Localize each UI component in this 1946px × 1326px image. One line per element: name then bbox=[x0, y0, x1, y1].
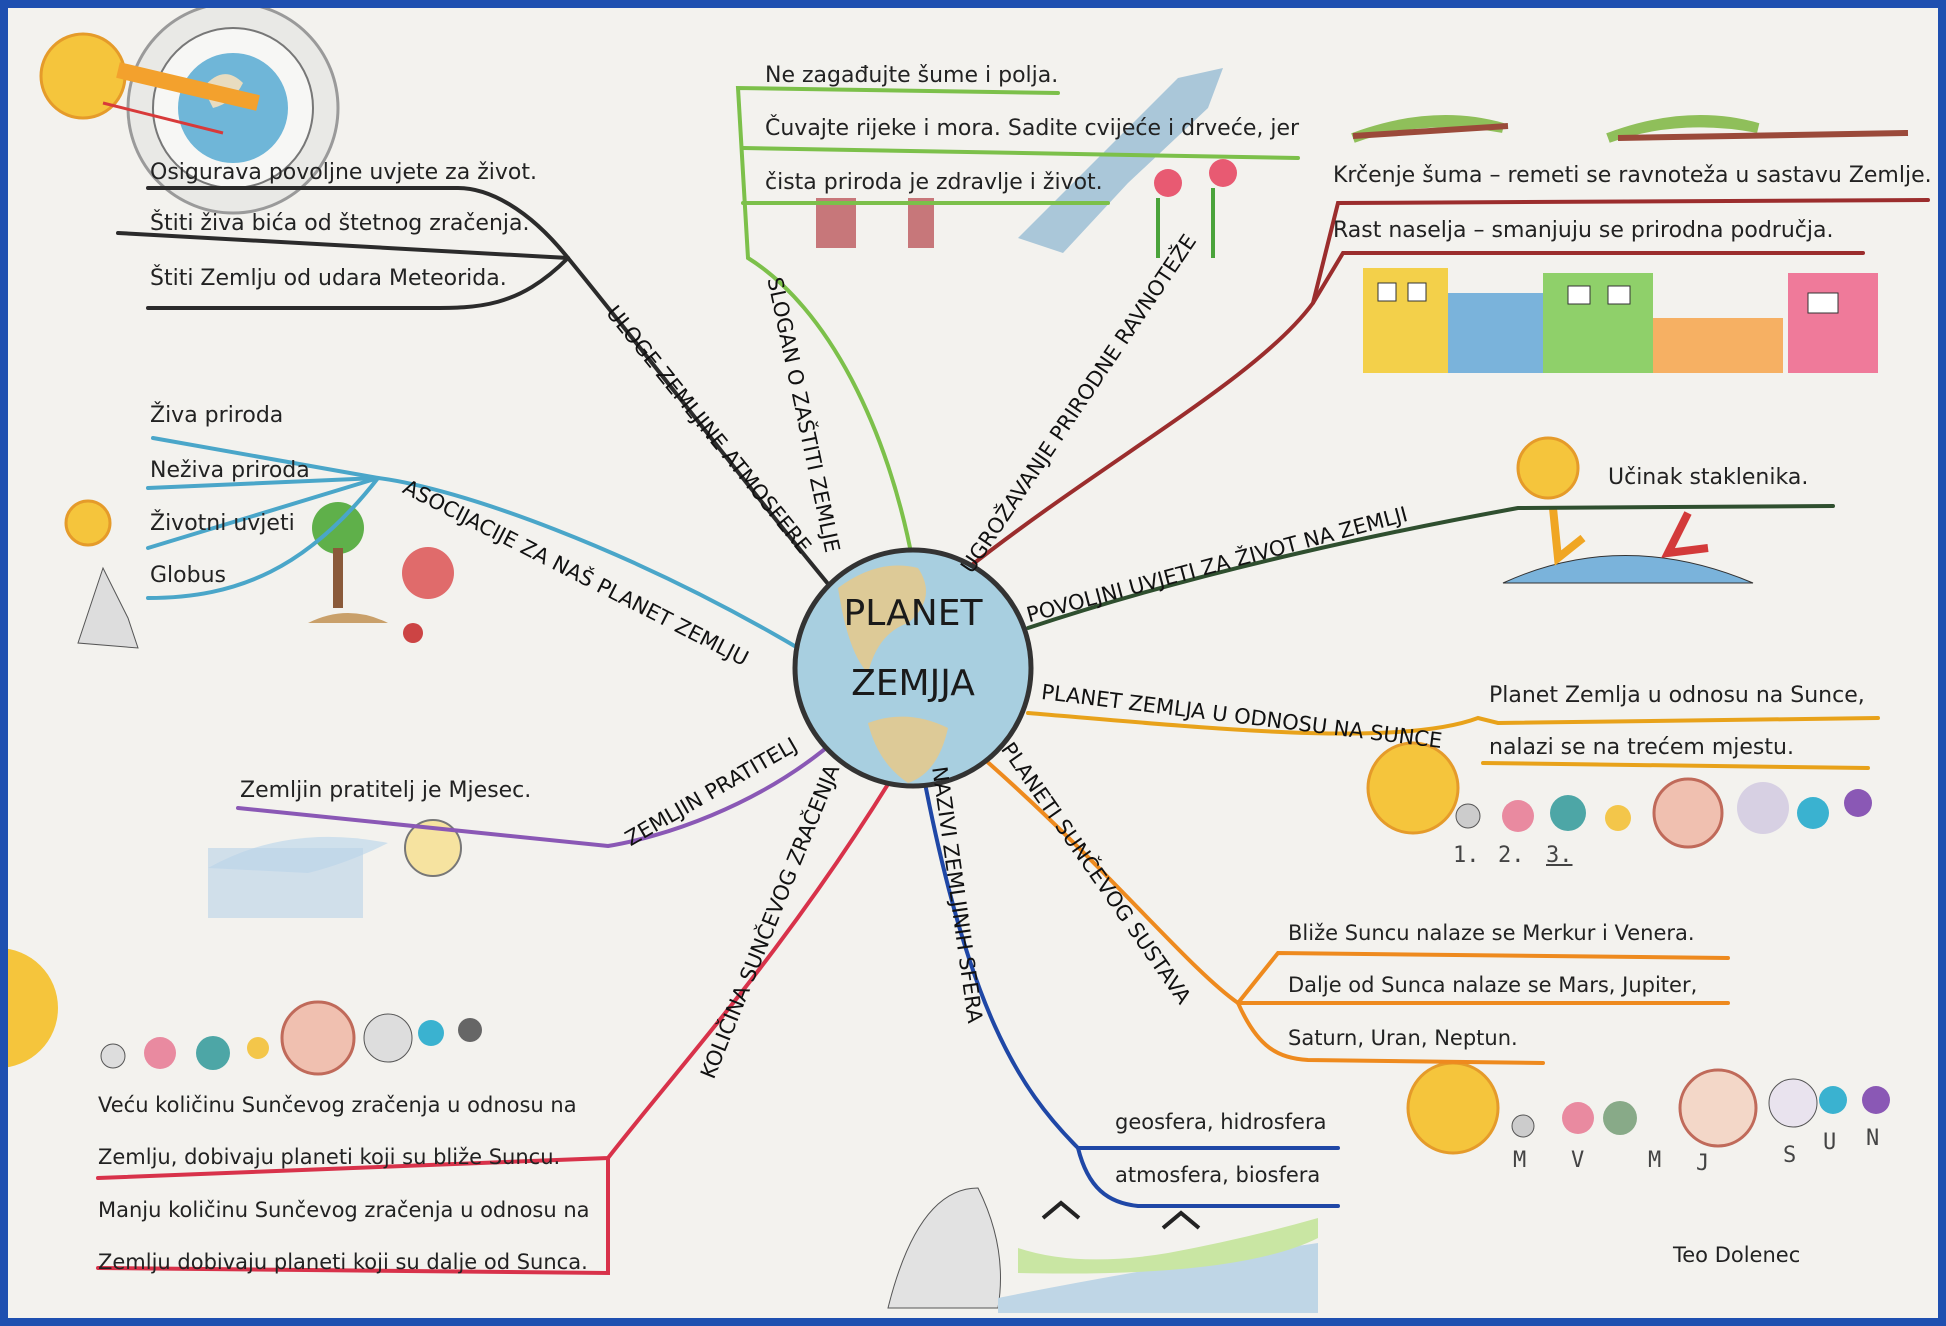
spheres-item-1: geosfera, hidrosfera bbox=[1115, 1110, 1327, 1134]
radiation-item-1: Veću količinu Sunčevog zračenja u odnosu… bbox=[98, 1093, 577, 1117]
branch-associations bbox=[151, 436, 800, 650]
sun-order-illustration bbox=[1366, 741, 1872, 849]
branch-threat bbox=[966, 198, 1930, 570]
radiation-item-3: Manju količinu Sunčevog zračenja u odnos… bbox=[98, 1198, 590, 1222]
center-title-line1: PLANET bbox=[843, 593, 983, 634]
threat-item-2: Rast naselja – smanjuju se prirodna podr… bbox=[1333, 218, 1834, 243]
conditions-item-1: Učinak staklenika. bbox=[1608, 465, 1809, 490]
planet-letter-7: N bbox=[1866, 1126, 1880, 1151]
center-earth bbox=[792, 547, 1034, 789]
threat-item-1: Krčenje šuma – remeti se ravnoteža u sas… bbox=[1333, 163, 1932, 188]
solar-system-item-3: Saturn, Uran, Neptun. bbox=[1288, 1026, 1518, 1050]
order-label-3: 3. bbox=[1546, 843, 1573, 868]
branch-conditions bbox=[1026, 504, 1835, 630]
planet-letter-2: V bbox=[1571, 1148, 1585, 1173]
branch-sun-relation bbox=[1026, 711, 1880, 736]
planet-letter-4: J bbox=[1696, 1151, 1710, 1176]
branch-satellite bbox=[236, 736, 840, 849]
landscape-illustration bbox=[887, 1187, 1318, 1313]
order-label-2: 2. bbox=[1498, 843, 1525, 868]
mind-map-poster: PLANET ZEMJJA ULOGE ZEMLJINE ATMOSFERE O… bbox=[8, 8, 1938, 1318]
branch-slogan bbox=[735, 85, 1060, 565]
association-item-3: Životni uvjeti bbox=[150, 511, 295, 536]
planet-letter-3: M bbox=[1648, 1148, 1662, 1173]
solar-system-item-1: Bliže Suncu nalaze se Merkur i Venera. bbox=[1288, 921, 1695, 945]
mind-map-drawing bbox=[8, 8, 1930, 1313]
sun-relation-item-2: nalazi se na trećem mjestu. bbox=[1489, 735, 1794, 760]
radiation-item-4: Zemlju dobivaju planeti koji su dalje od… bbox=[98, 1250, 588, 1274]
planet-letter-6: U bbox=[1823, 1130, 1837, 1155]
association-item-4: Globus bbox=[150, 563, 226, 588]
satellite-item-1: Zemljin pratitelj je Mjesec. bbox=[240, 778, 532, 803]
atmosphere-item-1: Osigurava povoljne uvjete za život. bbox=[150, 160, 537, 185]
slogan-item-1: Ne zagađujte šume i polja. bbox=[765, 63, 1059, 88]
solar-system-illustration bbox=[1406, 1061, 1890, 1155]
branch-atmosphere bbox=[116, 231, 850, 610]
moon-illustration bbox=[208, 819, 462, 918]
associations-illustration bbox=[64, 499, 454, 649]
branch-solar-system bbox=[981, 756, 1730, 1006]
greenhouse-illustration bbox=[1502, 436, 1754, 584]
atmosphere-item-2: Štiti živa bića od štetnog zračenja. bbox=[150, 211, 530, 236]
slogan-item-3: čista priroda je zdravlje i život. bbox=[765, 170, 1103, 195]
planet-letter-5: S bbox=[1783, 1143, 1797, 1168]
branch-radiation bbox=[96, 766, 900, 1180]
spheres-item-2: atmosfera, biosfera bbox=[1115, 1163, 1321, 1187]
center-title-line2: ZEMJJA bbox=[851, 663, 975, 704]
author-name: Teo Dolenec bbox=[1673, 1243, 1801, 1267]
city-illustration bbox=[1351, 115, 1909, 373]
sun-relation-item-1: Planet Zemlja u odnosu na Sunce, bbox=[1489, 683, 1865, 708]
association-item-2: Neživa priroda bbox=[150, 458, 310, 483]
slogan-item-2: Čuvajte rijeke i mora. Sadite cvijeće i … bbox=[765, 116, 1300, 141]
planet-letter-1: M bbox=[1513, 1148, 1527, 1173]
order-label-1: 1. bbox=[1453, 843, 1480, 868]
radiation-illustration bbox=[8, 948, 482, 1076]
radiation-item-2: Zemlju, dobivaju planeti koji su bliže S… bbox=[98, 1145, 561, 1169]
solar-system-item-2: Dalje od Sunca nalaze se Mars, Jupiter, bbox=[1288, 973, 1698, 997]
nature-illustration bbox=[816, 68, 1237, 258]
association-item-1: Živa priroda bbox=[150, 403, 284, 428]
atmosphere-item-3: Štiti Zemlju od udara Meteorida. bbox=[150, 266, 507, 291]
branch-spheres bbox=[921, 771, 1340, 1150]
atmosphere-illustration bbox=[39, 8, 340, 215]
